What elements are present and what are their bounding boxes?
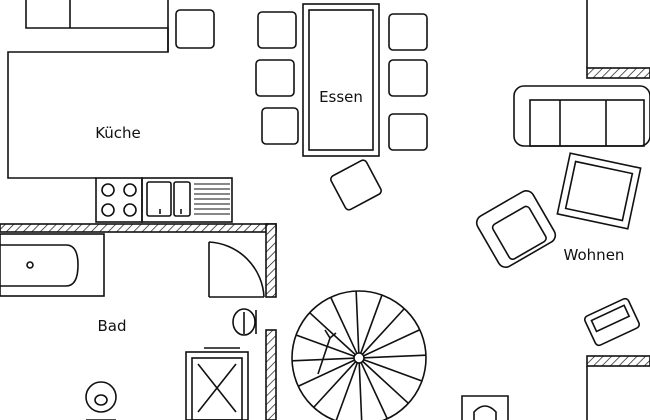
stair-tread xyxy=(363,354,426,359)
armchair xyxy=(556,152,642,230)
spiral-staircase xyxy=(291,290,427,420)
toilet xyxy=(85,381,117,420)
room-label-kitchen: Küche xyxy=(95,124,141,142)
room-label-living: Wohnen xyxy=(564,246,625,264)
shower-tray xyxy=(185,347,249,420)
washbasin xyxy=(232,308,257,336)
stair-tread xyxy=(362,360,409,404)
stair-tread xyxy=(355,291,360,354)
lounge-chair xyxy=(475,190,557,268)
kitchen-counter xyxy=(7,0,169,179)
dining-chairs xyxy=(255,11,428,211)
side-chair xyxy=(584,297,640,347)
room-label-dining: Essen xyxy=(319,88,363,106)
stair-tread xyxy=(313,361,357,408)
stair-tread xyxy=(359,294,383,354)
kitchen-sink xyxy=(141,177,233,223)
dining-table xyxy=(302,3,380,157)
stair-tread xyxy=(297,359,355,387)
kitchen-stool xyxy=(175,9,215,49)
stair-tread xyxy=(309,312,356,356)
stair-tread xyxy=(330,296,358,354)
bathtub xyxy=(0,233,105,297)
room-label-bath: Bad xyxy=(97,317,126,335)
stair-tread xyxy=(360,362,388,420)
stair-tread xyxy=(295,334,355,358)
living-walls xyxy=(461,0,650,420)
stair-tread xyxy=(361,308,405,355)
bathroom-walls xyxy=(0,223,277,420)
stair-tread xyxy=(363,329,421,357)
kitchen-stove xyxy=(95,177,143,223)
stair-tread xyxy=(363,358,423,382)
stair-tread xyxy=(358,362,363,420)
sofa xyxy=(513,85,650,147)
bathroom-door xyxy=(208,241,265,298)
stair-tread xyxy=(335,362,359,420)
